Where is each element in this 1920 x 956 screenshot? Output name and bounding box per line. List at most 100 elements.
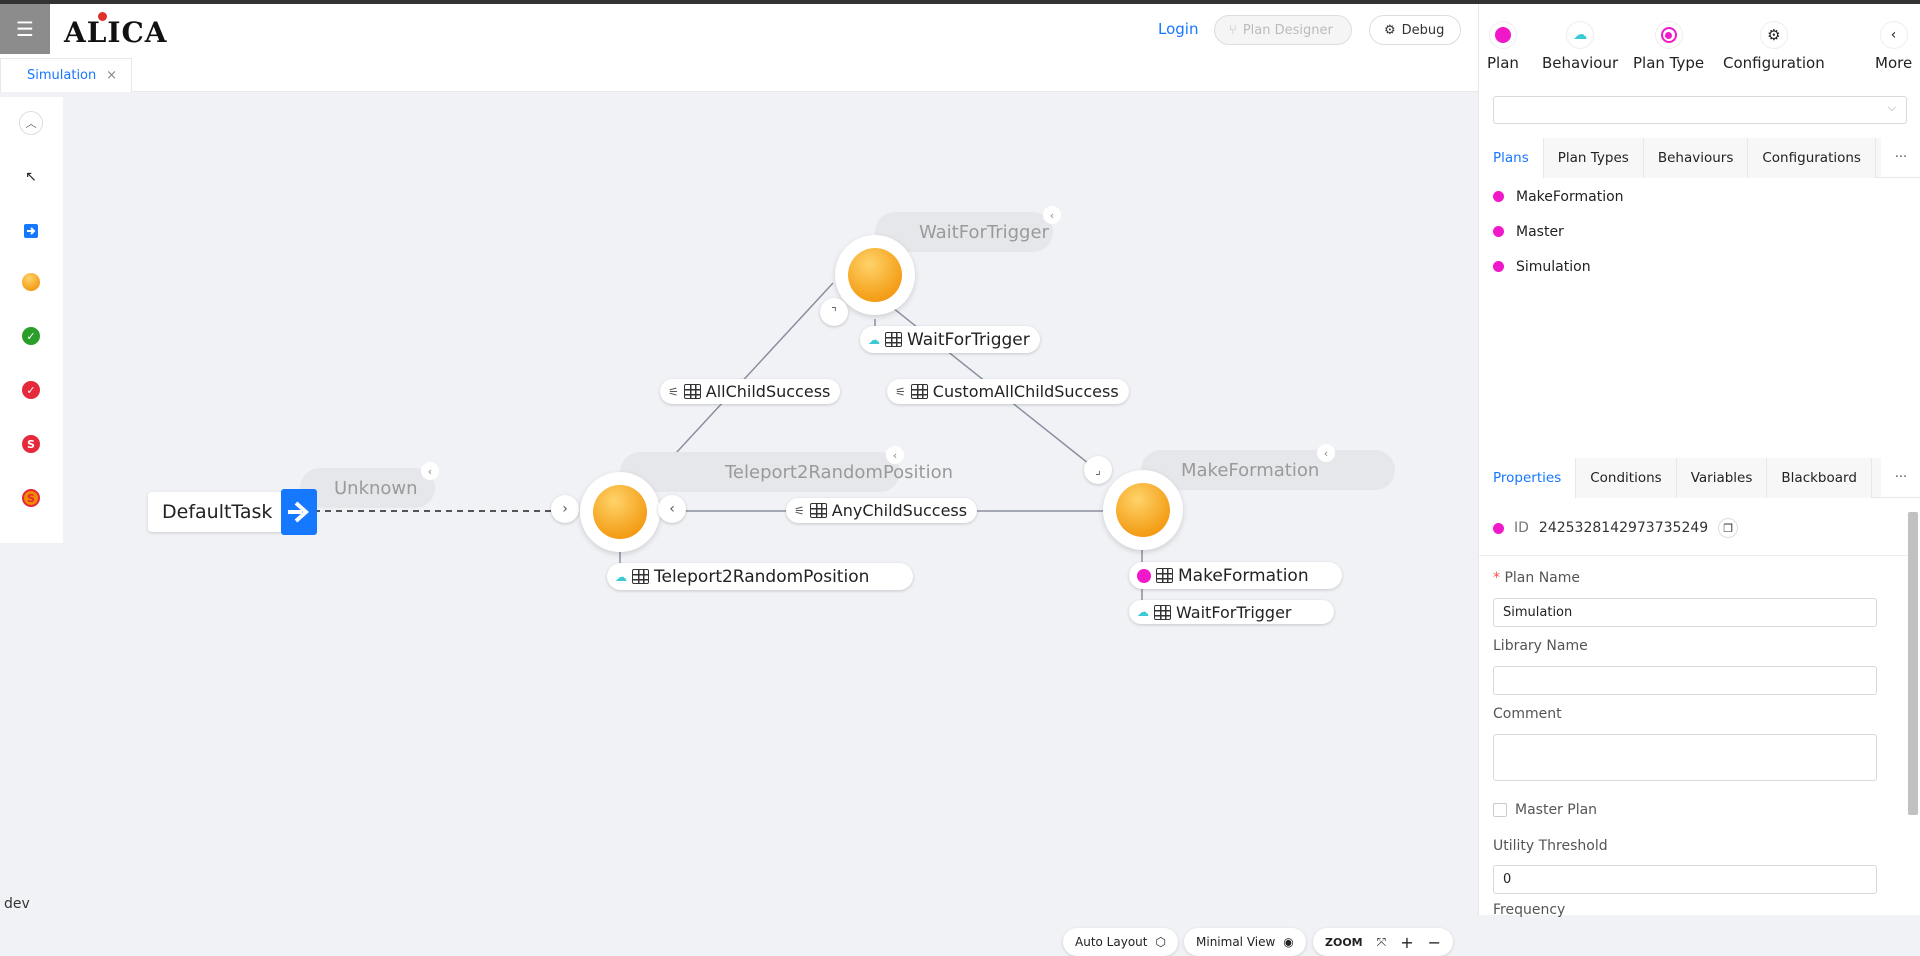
master-plan-checkbox[interactable] bbox=[1493, 803, 1507, 817]
tab-plans[interactable]: Plans bbox=[1479, 138, 1544, 178]
login-link[interactable]: Login bbox=[1158, 20, 1199, 38]
plan-name-input[interactable]: Simulation bbox=[1493, 598, 1877, 627]
type-plan[interactable]: Plan bbox=[1487, 22, 1519, 72]
chevron-left-icon[interactable]: ‹ bbox=[658, 495, 686, 523]
success-state-icon[interactable]: ✓ bbox=[22, 327, 40, 345]
state-node-waitfortrigger[interactable] bbox=[835, 235, 915, 315]
element-type-bar: Plan ☁ Behaviour Plan Type ⚙ Configurati… bbox=[1479, 4, 1920, 82]
comment-label: Comment bbox=[1493, 706, 1562, 722]
plan-designer-button[interactable]: ⑂ Plan Designer bbox=[1214, 15, 1352, 45]
auto-layout-label: Auto Layout bbox=[1075, 935, 1148, 949]
plan-name: MakeFormation bbox=[1516, 188, 1624, 205]
table-icon bbox=[1154, 604, 1171, 620]
library-name-label: Library Name bbox=[1493, 638, 1588, 654]
zoom-in-icon[interactable]: + bbox=[1400, 932, 1414, 952]
chevron-left-icon[interactable]: ‹ bbox=[1043, 206, 1061, 224]
auto-layout-button[interactable]: Auto Layout ⬡ bbox=[1063, 928, 1178, 956]
minimal-view-button[interactable]: Minimal View ◉ bbox=[1184, 928, 1306, 956]
plan-icon bbox=[1137, 568, 1151, 583]
condition-icon: ⚟ bbox=[895, 384, 906, 399]
more-icon[interactable]: ··· bbox=[1881, 138, 1920, 177]
task-box[interactable]: DefaultTask bbox=[148, 492, 284, 532]
list-item[interactable]: Master bbox=[1479, 214, 1920, 249]
type-label: Plan bbox=[1487, 54, 1519, 72]
chevron-left-icon[interactable]: ‹ bbox=[886, 446, 904, 464]
library-name-input[interactable] bbox=[1493, 666, 1877, 695]
master-plan-row: Master Plan bbox=[1493, 802, 1597, 818]
logo-dot bbox=[98, 12, 107, 21]
close-icon[interactable]: × bbox=[106, 68, 117, 83]
tab-variables[interactable]: Variables bbox=[1676, 458, 1768, 498]
type-configuration[interactable]: ⚙ Configuration bbox=[1723, 22, 1825, 72]
chevron-right-icon[interactable]: › bbox=[551, 495, 579, 523]
divider bbox=[1479, 555, 1909, 556]
type-label: Plan Type bbox=[1633, 54, 1705, 72]
incoming-anchor-icon[interactable]: ⌟ bbox=[1084, 456, 1112, 484]
transition-label: AllChildSuccess bbox=[705, 382, 831, 401]
tab-configurations[interactable]: Configurations bbox=[1748, 138, 1876, 178]
chevron-left-icon[interactable]: ‹ bbox=[421, 462, 439, 480]
fit-screen-icon[interactable]: ⤧ bbox=[1376, 934, 1387, 949]
comment-textarea[interactable] bbox=[1493, 734, 1877, 781]
transition-label: AnyChildSuccess bbox=[831, 501, 968, 520]
entry-point-arrow-icon[interactable] bbox=[281, 489, 317, 535]
tab-blackboard[interactable]: Blackboard bbox=[1767, 458, 1872, 498]
list-item[interactable]: MakeFormation bbox=[1479, 179, 1920, 214]
debug-label: Debug bbox=[1401, 22, 1445, 38]
scrollbar[interactable] bbox=[1908, 512, 1918, 815]
utility-threshold-label: Utility Threshold bbox=[1493, 838, 1608, 854]
chevron-down-icon: ⌵ bbox=[1887, 101, 1896, 114]
state-icon[interactable] bbox=[22, 273, 40, 291]
synchronisation-icon[interactable]: S bbox=[22, 435, 40, 453]
state-child-teleport[interactable]: ☁ Teleport2RandomPosition bbox=[607, 563, 913, 590]
zoom-label: ZOOM bbox=[1325, 935, 1363, 949]
plan-canvas[interactable]: Unknown ‹ DefaultTask WaitForTrigger ‹ ⌝… bbox=[63, 92, 1478, 956]
child-label: Teleport2RandomPosition bbox=[654, 566, 870, 587]
task-label: DefaultTask bbox=[162, 501, 273, 523]
pointer-icon[interactable]: ↖ bbox=[25, 169, 37, 185]
logo-text: ALICA bbox=[64, 16, 168, 49]
tab-plan-types[interactable]: Plan Types bbox=[1543, 138, 1644, 178]
property-tabs: Properties Conditions Variables Blackboa… bbox=[1479, 458, 1920, 498]
chevron-up-icon[interactable]: ︿ bbox=[19, 111, 43, 135]
top-border bbox=[0, 0, 1920, 4]
entry-point-icon[interactable] bbox=[19, 219, 43, 243]
state-node-teleport[interactable] bbox=[580, 472, 660, 552]
frequency-label: Frequency bbox=[1493, 902, 1566, 918]
failure-state-icon[interactable]: ✓ bbox=[22, 381, 40, 399]
type-plan-type[interactable]: Plan Type bbox=[1633, 22, 1704, 72]
filter-select[interactable]: ⌵ bbox=[1493, 96, 1907, 124]
transition-custom-all-child-success[interactable]: ⚟ CustomAllChildSuccess bbox=[887, 379, 1129, 404]
environment-label: dev bbox=[4, 896, 30, 912]
utility-threshold-input[interactable]: 0 bbox=[1493, 865, 1877, 894]
behaviour-icon: ☁ bbox=[1137, 605, 1149, 619]
tab-simulation[interactable]: Simulation × bbox=[0, 58, 132, 92]
transition-any-child-success[interactable]: ⚟ AnyChildSuccess bbox=[786, 498, 978, 523]
hamburger-menu-icon[interactable]: ☰ bbox=[0, 4, 50, 54]
state-child-waitfortrigger[interactable]: ☁ WaitForTrigger bbox=[860, 326, 1040, 353]
more-icon[interactable]: ··· bbox=[1881, 458, 1920, 497]
state-node-makeformation[interactable] bbox=[1103, 470, 1183, 550]
state-child-makeformation-plan[interactable]: MakeFormation bbox=[1129, 562, 1342, 589]
table-icon bbox=[910, 384, 928, 399]
state-child-makeformation-behaviour[interactable]: ☁ WaitForTrigger bbox=[1129, 600, 1334, 624]
tab-behaviours[interactable]: Behaviours bbox=[1643, 138, 1749, 178]
gear-icon: ⚙ bbox=[1384, 22, 1396, 38]
chevron-left-icon[interactable]: ‹ bbox=[1317, 444, 1335, 462]
type-more[interactable]: ‹ More bbox=[1875, 22, 1912, 72]
type-behaviour[interactable]: ☁ Behaviour bbox=[1542, 22, 1618, 72]
condition-icon: ⚟ bbox=[794, 503, 805, 518]
state-ball bbox=[1116, 483, 1170, 537]
state-ghost-label: MakeFormation bbox=[1181, 459, 1320, 481]
zoom-out-icon[interactable]: − bbox=[1427, 932, 1442, 952]
copy-icon[interactable]: ❐ bbox=[1718, 518, 1739, 538]
debug-button[interactable]: ⚙ Debug bbox=[1369, 15, 1461, 45]
tab-properties[interactable]: Properties bbox=[1479, 458, 1577, 498]
synchronisation-alt-icon[interactable]: S bbox=[22, 489, 40, 507]
transition-all-child-success[interactable]: ⚟ AllChildSuccess bbox=[660, 379, 841, 404]
tab-conditions[interactable]: Conditions bbox=[1576, 458, 1677, 498]
outgoing-anchor-icon[interactable]: ⌝ bbox=[820, 298, 848, 326]
id-row: ID 2425328142973735249 ❐ bbox=[1493, 518, 1739, 538]
gear-icon: ⚙ bbox=[1760, 22, 1787, 48]
list-item[interactable]: Simulation bbox=[1479, 249, 1920, 284]
